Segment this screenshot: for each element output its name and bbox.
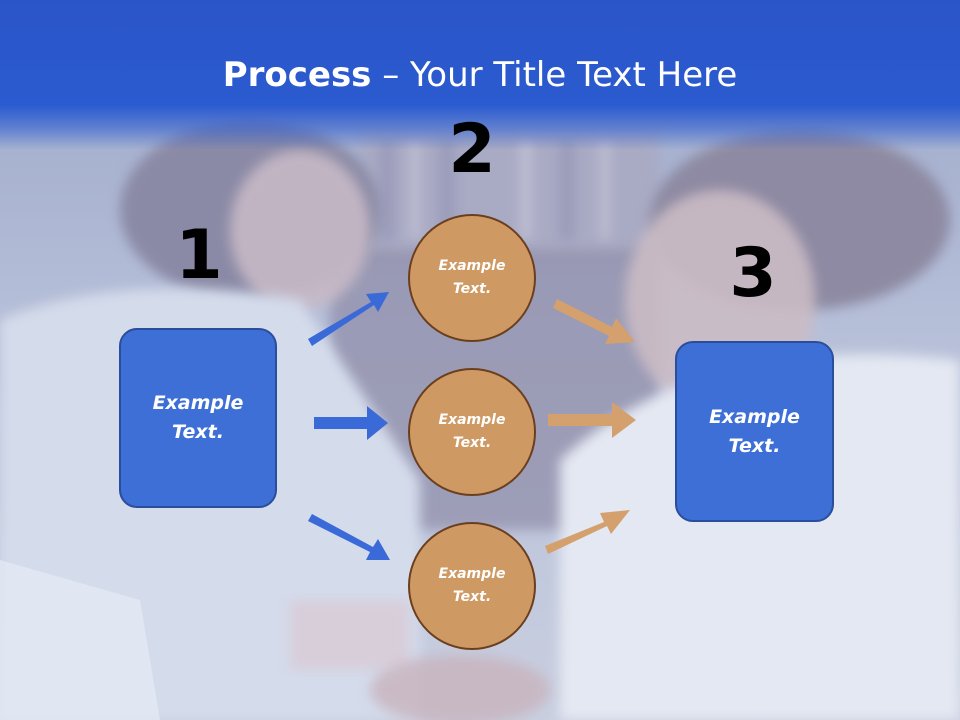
arrow-box-to-middle-circle — [314, 406, 388, 440]
stage-1-box-text: Example Text. — [152, 392, 244, 443]
circle-middle-text: Example Text. — [438, 412, 506, 451]
circle-top-text: Example Text. — [438, 258, 506, 297]
arrow-middle-circle-to-box — [548, 402, 636, 438]
arrow-box-to-bottom-circle — [308, 514, 390, 560]
stage-3-box-text: Example Text. — [709, 405, 800, 457]
stage-2-circle-top: Example Text. — [408, 214, 536, 342]
title-bold: Process — [222, 55, 372, 95]
stage-1-box: Example Text. — [119, 328, 277, 508]
blue-arrows — [308, 292, 390, 560]
stage-2-circle-middle: Example Text. — [408, 368, 536, 496]
title-bar — [0, 0, 960, 150]
stage-number-3: 3 — [729, 234, 777, 313]
tan-arrows — [545, 299, 636, 554]
arrow-top-circle-to-box — [553, 299, 635, 344]
stage-3-box: Example Text. — [675, 341, 834, 522]
stage-2-circle-bottom: Example Text. — [408, 522, 536, 650]
arrow-bottom-circle-to-box — [545, 510, 630, 554]
circle-bottom-text: Example Text. — [438, 566, 506, 605]
arrow-box-to-top-circle — [308, 292, 389, 346]
stage-number-1: 1 — [175, 216, 223, 295]
title-rest: – Your Title Text Here — [371, 55, 738, 95]
stage-number-2: 2 — [448, 110, 496, 189]
slide-title: Process – Your Title Text Here — [0, 50, 960, 100]
